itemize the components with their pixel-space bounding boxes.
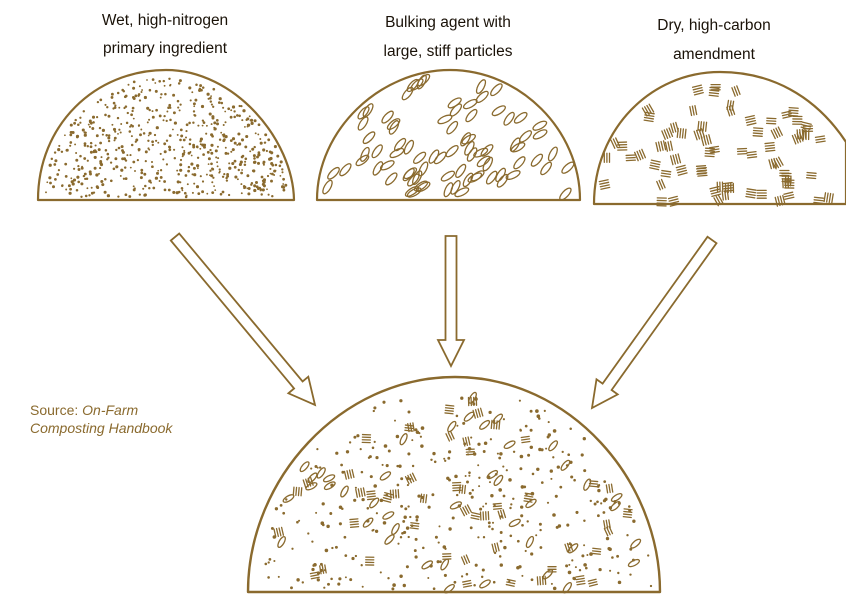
svg-text:large, stiff particles: large, stiff particles [384, 43, 513, 60]
mixed-compost-pile [248, 377, 660, 594]
label-dry-amendment: Dry, high-carbon amendment [657, 17, 770, 63]
source-title-line1: On-Farm [82, 402, 138, 418]
source-note: Source: On-Farm Composting Handbook [30, 401, 172, 437]
svg-text:Dry, high-carbon: Dry, high-carbon [657, 17, 770, 34]
svg-text:Wet, high-nitrogen: Wet, high-nitrogen [102, 12, 228, 29]
bulking-agent-pile [317, 70, 580, 202]
source-prefix: Source: On-Farm [30, 401, 172, 419]
svg-text:amendment: amendment [673, 46, 756, 63]
arrow-wet-to-mix [171, 234, 315, 406]
arrow-bulking-to-mix [438, 236, 464, 366]
dry-amendment-pile [594, 72, 846, 206]
svg-text:Bulking agent with: Bulking agent with [385, 14, 511, 31]
label-bulking-agent: Bulking agent with large, stiff particle… [384, 14, 513, 60]
arrow-dry-to-mix [592, 237, 717, 408]
label-wet-ingredient: Wet, high-nitrogen primary ingredient [102, 12, 228, 57]
svg-text:primary ingredient: primary ingredient [103, 40, 228, 57]
wet-ingredient-pile [38, 70, 294, 200]
source-title-line2: Composting Handbook [30, 419, 172, 437]
